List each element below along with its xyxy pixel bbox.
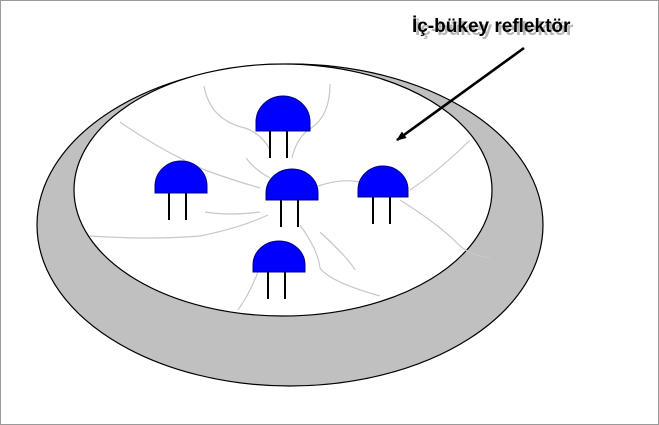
wire-center-right — [317, 180, 361, 187]
wire-top-left — [203, 85, 271, 151]
wire-right — [409, 139, 471, 191]
wire-left-lower — [89, 214, 269, 239]
led-bulb-icon — [255, 95, 311, 132]
led-left — [154, 160, 208, 220]
wire-upper-left — [119, 121, 261, 189]
led-bulb-icon — [252, 240, 306, 273]
wire-center-down — [299, 224, 381, 297]
reflector-wires — [89, 83, 491, 311]
wire-bottom-right — [319, 231, 356, 271]
label-shadow: İç-bükey reflektör — [415, 19, 574, 40]
led-bottom — [252, 240, 306, 299]
led-right — [357, 165, 409, 224]
led-bulb-icon — [357, 165, 409, 198]
led-bulb-icon — [265, 168, 319, 201]
led-top — [255, 95, 311, 158]
led-bulb-icon — [154, 160, 208, 194]
pointer-arrow-icon — [396, 46, 525, 142]
wire-center-left-lower — [204, 211, 261, 215]
wire-right-lower — [399, 199, 491, 259]
reflector-label: İç-bükey reflektör — [412, 16, 571, 37]
wire-center-upper — [245, 157, 271, 179]
led-center — [265, 168, 319, 227]
